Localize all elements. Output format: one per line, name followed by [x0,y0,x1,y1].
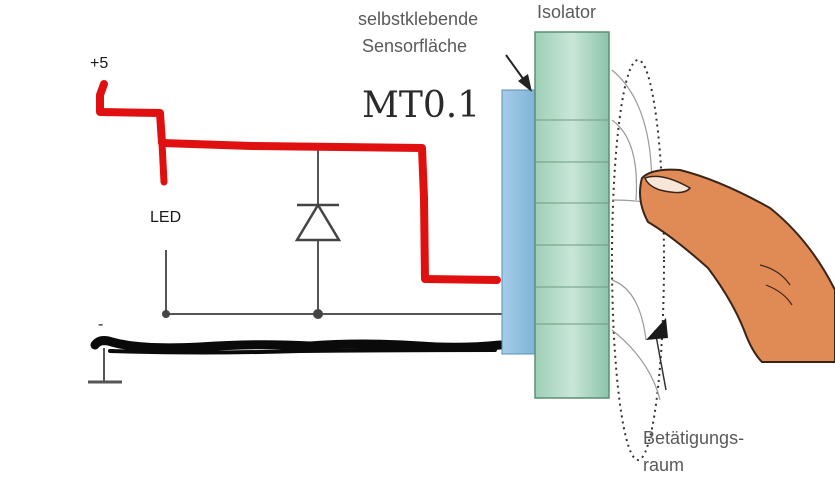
negative-wire-edge [108,348,497,355]
label-minus: - [98,316,103,333]
actuation-arrow [646,318,668,391]
diode-symbol [294,202,342,242]
positive-wire-led-drop [158,139,168,186]
junction-dot [162,310,170,318]
sensor-pointer-arrow [505,54,532,92]
junction-dots [162,309,323,319]
isolator-block [534,31,610,399]
positive-wire [96,80,501,284]
actuation-zone-outline [611,59,665,461]
sensor-plate [501,89,536,355]
label-betaetigung-line1: Betätigungs- [643,428,744,448]
label-betaetigung-line2: raum [643,455,684,475]
negative-wire [90,336,505,353]
label-sensor-line1: selbstklebende [358,9,478,29]
label-led: LED [150,209,181,226]
label-sensor-line2: Sensorfläche [362,36,467,56]
label-isolator: Isolator [537,2,596,22]
junction-dot [313,309,323,319]
finger-illustration [639,168,835,363]
label-mt01: MT0.1 [362,85,480,126]
label-plus5: +5 [90,55,108,72]
led-label-box [128,186,246,250]
field-lines [611,69,661,401]
